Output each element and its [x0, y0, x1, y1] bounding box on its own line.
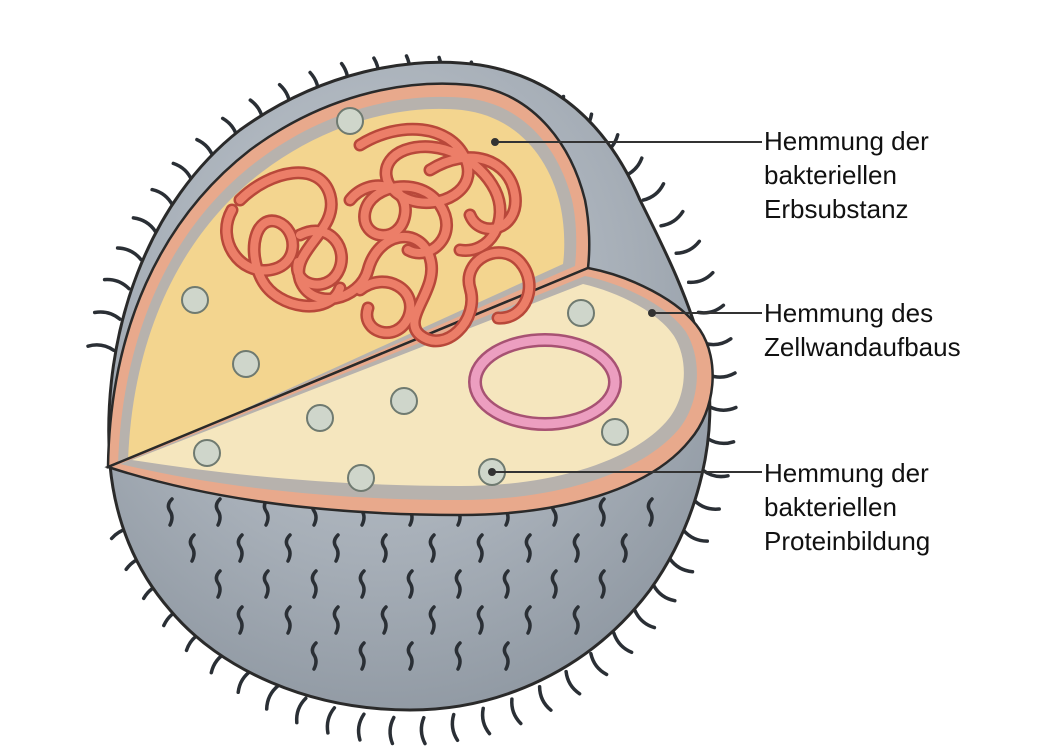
pilus: [284, 605, 292, 635]
dna-nucleoid: [220, 122, 536, 348]
pilus: [236, 605, 244, 635]
pilus: [524, 605, 532, 635]
pilus: [524, 533, 532, 563]
pilus: [502, 641, 510, 671]
pilus: [686, 270, 715, 285]
pilus: [450, 712, 460, 743]
pilus: [166, 497, 174, 527]
pilus: [406, 641, 414, 671]
pilus: [708, 405, 738, 412]
pilus: [380, 533, 388, 563]
pilus: [510, 697, 523, 726]
annotation-line: bakteriellen: [764, 492, 897, 522]
pilus: [612, 631, 634, 655]
pilus: [550, 569, 558, 599]
pilus: [236, 533, 244, 563]
pilus: [454, 569, 462, 599]
ribosome: [347, 464, 375, 492]
annotation-cell-wall-inhibition: Hemmung des Zellwandaufbaus: [764, 296, 1034, 364]
plasmid-ring-highlight: [470, 335, 620, 429]
pilus: [262, 569, 270, 599]
pilus: [115, 246, 143, 262]
pilus: [589, 651, 609, 677]
annotation-line: Proteinbildung: [764, 526, 931, 556]
annotation-line: Hemmung des: [764, 298, 934, 328]
pilus: [537, 685, 553, 712]
pilus: [572, 533, 580, 563]
pilus: [264, 683, 280, 711]
pilus: [358, 569, 366, 599]
annotation-dna-inhibition: Hemmung der bakteriellen Erbsubstanz: [764, 124, 1034, 226]
ribosome: [232, 350, 260, 378]
pilus: [86, 343, 116, 353]
pilus: [214, 569, 222, 599]
pilus: [598, 497, 606, 527]
pilus: [620, 533, 628, 563]
pilus: [641, 182, 666, 202]
pointer-dot-wall: [648, 309, 656, 317]
ribosome: [390, 387, 418, 415]
pilus: [419, 715, 427, 746]
pilus: [681, 528, 710, 543]
pilus: [502, 569, 510, 599]
ribosome: [336, 107, 364, 135]
ribosome: [193, 439, 221, 467]
pilus: [406, 569, 414, 599]
pilus: [651, 583, 677, 603]
pilus: [696, 303, 726, 315]
pilus: [646, 497, 654, 527]
pilus: [706, 436, 736, 446]
pilus: [428, 605, 436, 635]
pilus: [674, 239, 702, 256]
pilus: [358, 641, 366, 671]
pilus: [692, 498, 721, 511]
pilus: [310, 641, 318, 671]
pilus: [102, 277, 131, 291]
ribosome: [306, 404, 334, 432]
pilus: [703, 337, 733, 347]
pilus: [428, 533, 436, 563]
annotation-line: Hemmung der: [764, 458, 929, 488]
pilus: [332, 605, 340, 635]
pilus: [150, 187, 175, 208]
pilus: [659, 209, 685, 228]
pointer-dot-dna: [491, 138, 499, 146]
annotation-line: bakteriellen: [764, 160, 897, 190]
pilus: [284, 533, 292, 563]
annotation-line: Zellwandaufbaus: [764, 332, 961, 362]
pilus: [356, 712, 366, 742]
ribosomes: [181, 107, 629, 492]
pilus: [454, 641, 462, 671]
pilus: [476, 605, 484, 635]
pilus: [633, 608, 657, 630]
pilus: [380, 605, 388, 635]
ribosome: [181, 286, 209, 314]
pilus: [131, 216, 158, 234]
pilus: [476, 533, 484, 563]
pilus: [294, 696, 308, 725]
pilus: [564, 669, 582, 696]
pilus: [572, 605, 580, 635]
pilus: [92, 310, 122, 321]
pilus: [668, 557, 695, 574]
pilus: [480, 706, 492, 736]
annotation-protein-inhibition: Hemmung der bakteriellen Proteinbildung: [764, 456, 1034, 558]
ribosome: [567, 299, 595, 327]
pilus: [325, 706, 337, 735]
pilus: [310, 569, 318, 599]
pilus: [388, 715, 396, 746]
ribosome: [601, 418, 629, 446]
pilus: [188, 533, 196, 563]
pointer-dot-protein: [488, 468, 496, 476]
annotation-line: Hemmung der: [764, 126, 929, 156]
pilus: [598, 569, 606, 599]
pilus: [214, 497, 222, 527]
pilus: [332, 533, 340, 563]
pilus: [700, 468, 730, 479]
annotation-line: Erbsubstanz: [764, 194, 909, 224]
